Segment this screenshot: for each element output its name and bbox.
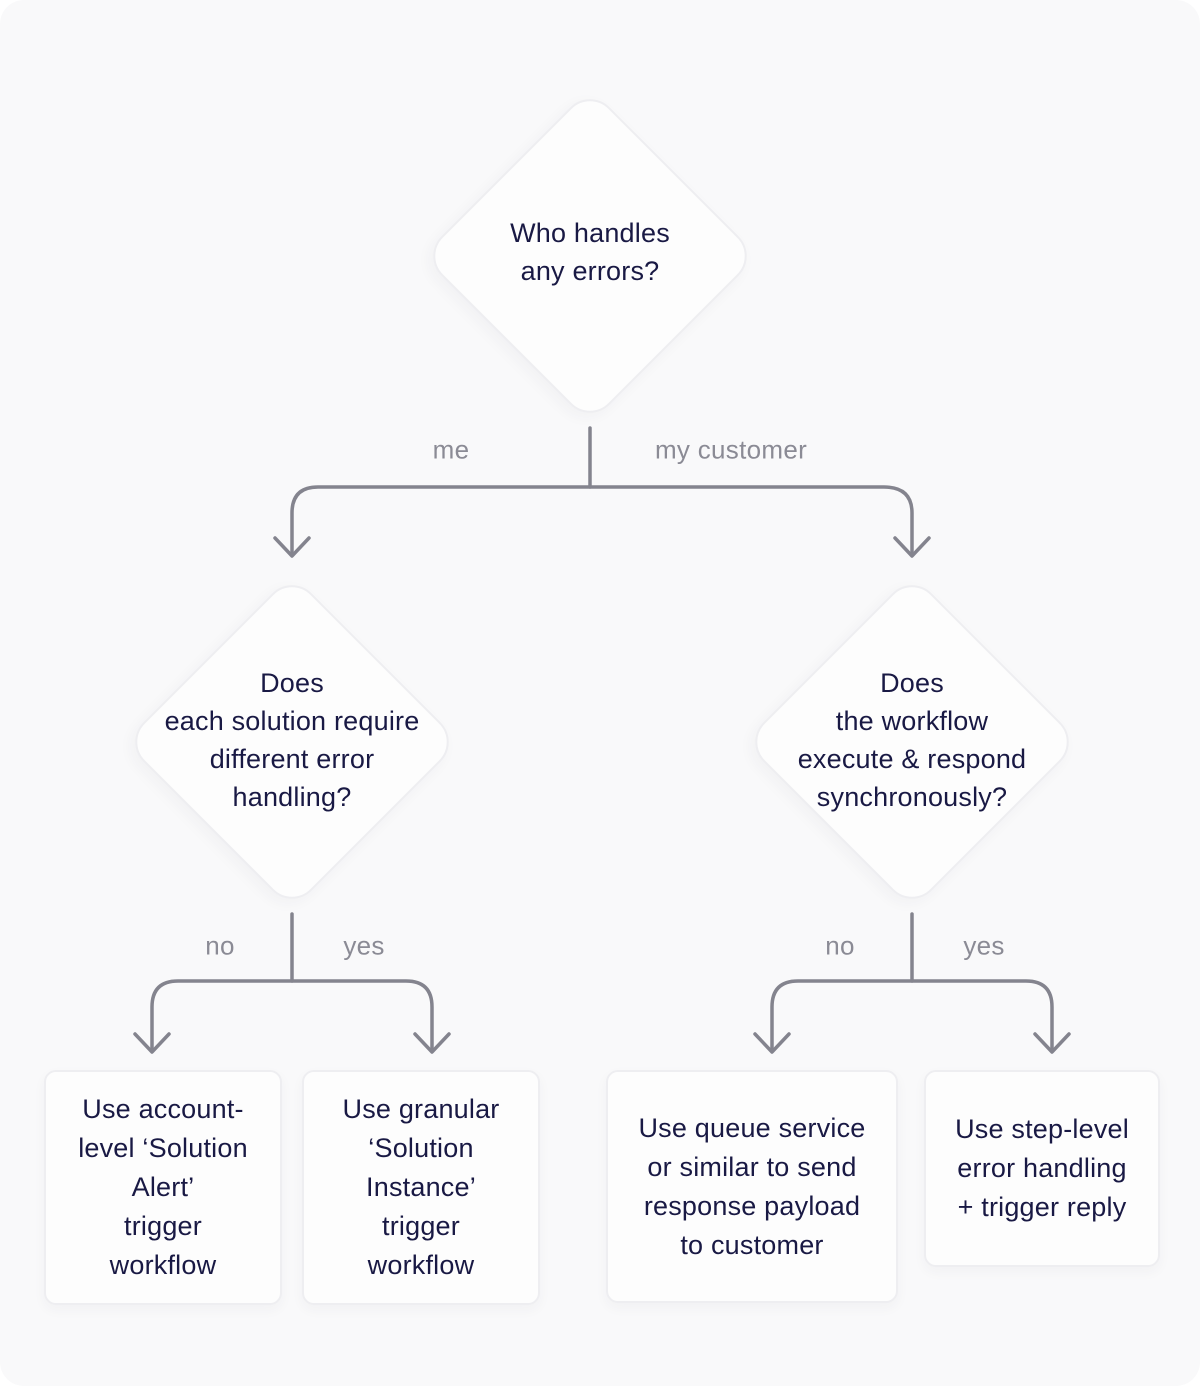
decision-question-left: Does each solution require different err… [164,668,420,812]
branch-label-left-yes: yes [343,930,385,961]
right-fork-rail [770,979,1054,1050]
arrowhead-to-right-node [893,536,931,558]
outcome-card-account-level-solution-alert: Use account- level ‘Solution Alert’ trig… [44,1070,282,1305]
branch-label-left-no: no [205,930,235,961]
arrowhead-to-outcome-1 [133,1032,171,1054]
branch-label-right-yes: yes [963,930,1005,961]
branch-label-right-no: no [825,930,855,961]
outcome-card-step-level-error-handling: Use step-level error handling + trigger … [924,1070,1160,1267]
outcome-card-queue-service: Use queue service or similar to send res… [606,1070,898,1303]
outcome-card-granular-solution-instance: Use granular ‘Solution Instance’ trigger… [302,1070,540,1305]
root-fork-rail [290,485,914,554]
decision-question-root: Who handles any errors? [510,218,670,286]
arrowhead-to-left-node [273,536,311,558]
arrowhead-to-outcome-3 [753,1032,791,1054]
decision-question-right: Does the workflow execute & respond sync… [797,668,1027,812]
branch-label-me: me [432,434,470,465]
arrowhead-to-outcome-4 [1033,1032,1071,1054]
arrowhead-to-outcome-2 [413,1032,451,1054]
branch-label-my-customer: my customer [654,434,808,465]
left-fork-rail [150,979,434,1050]
